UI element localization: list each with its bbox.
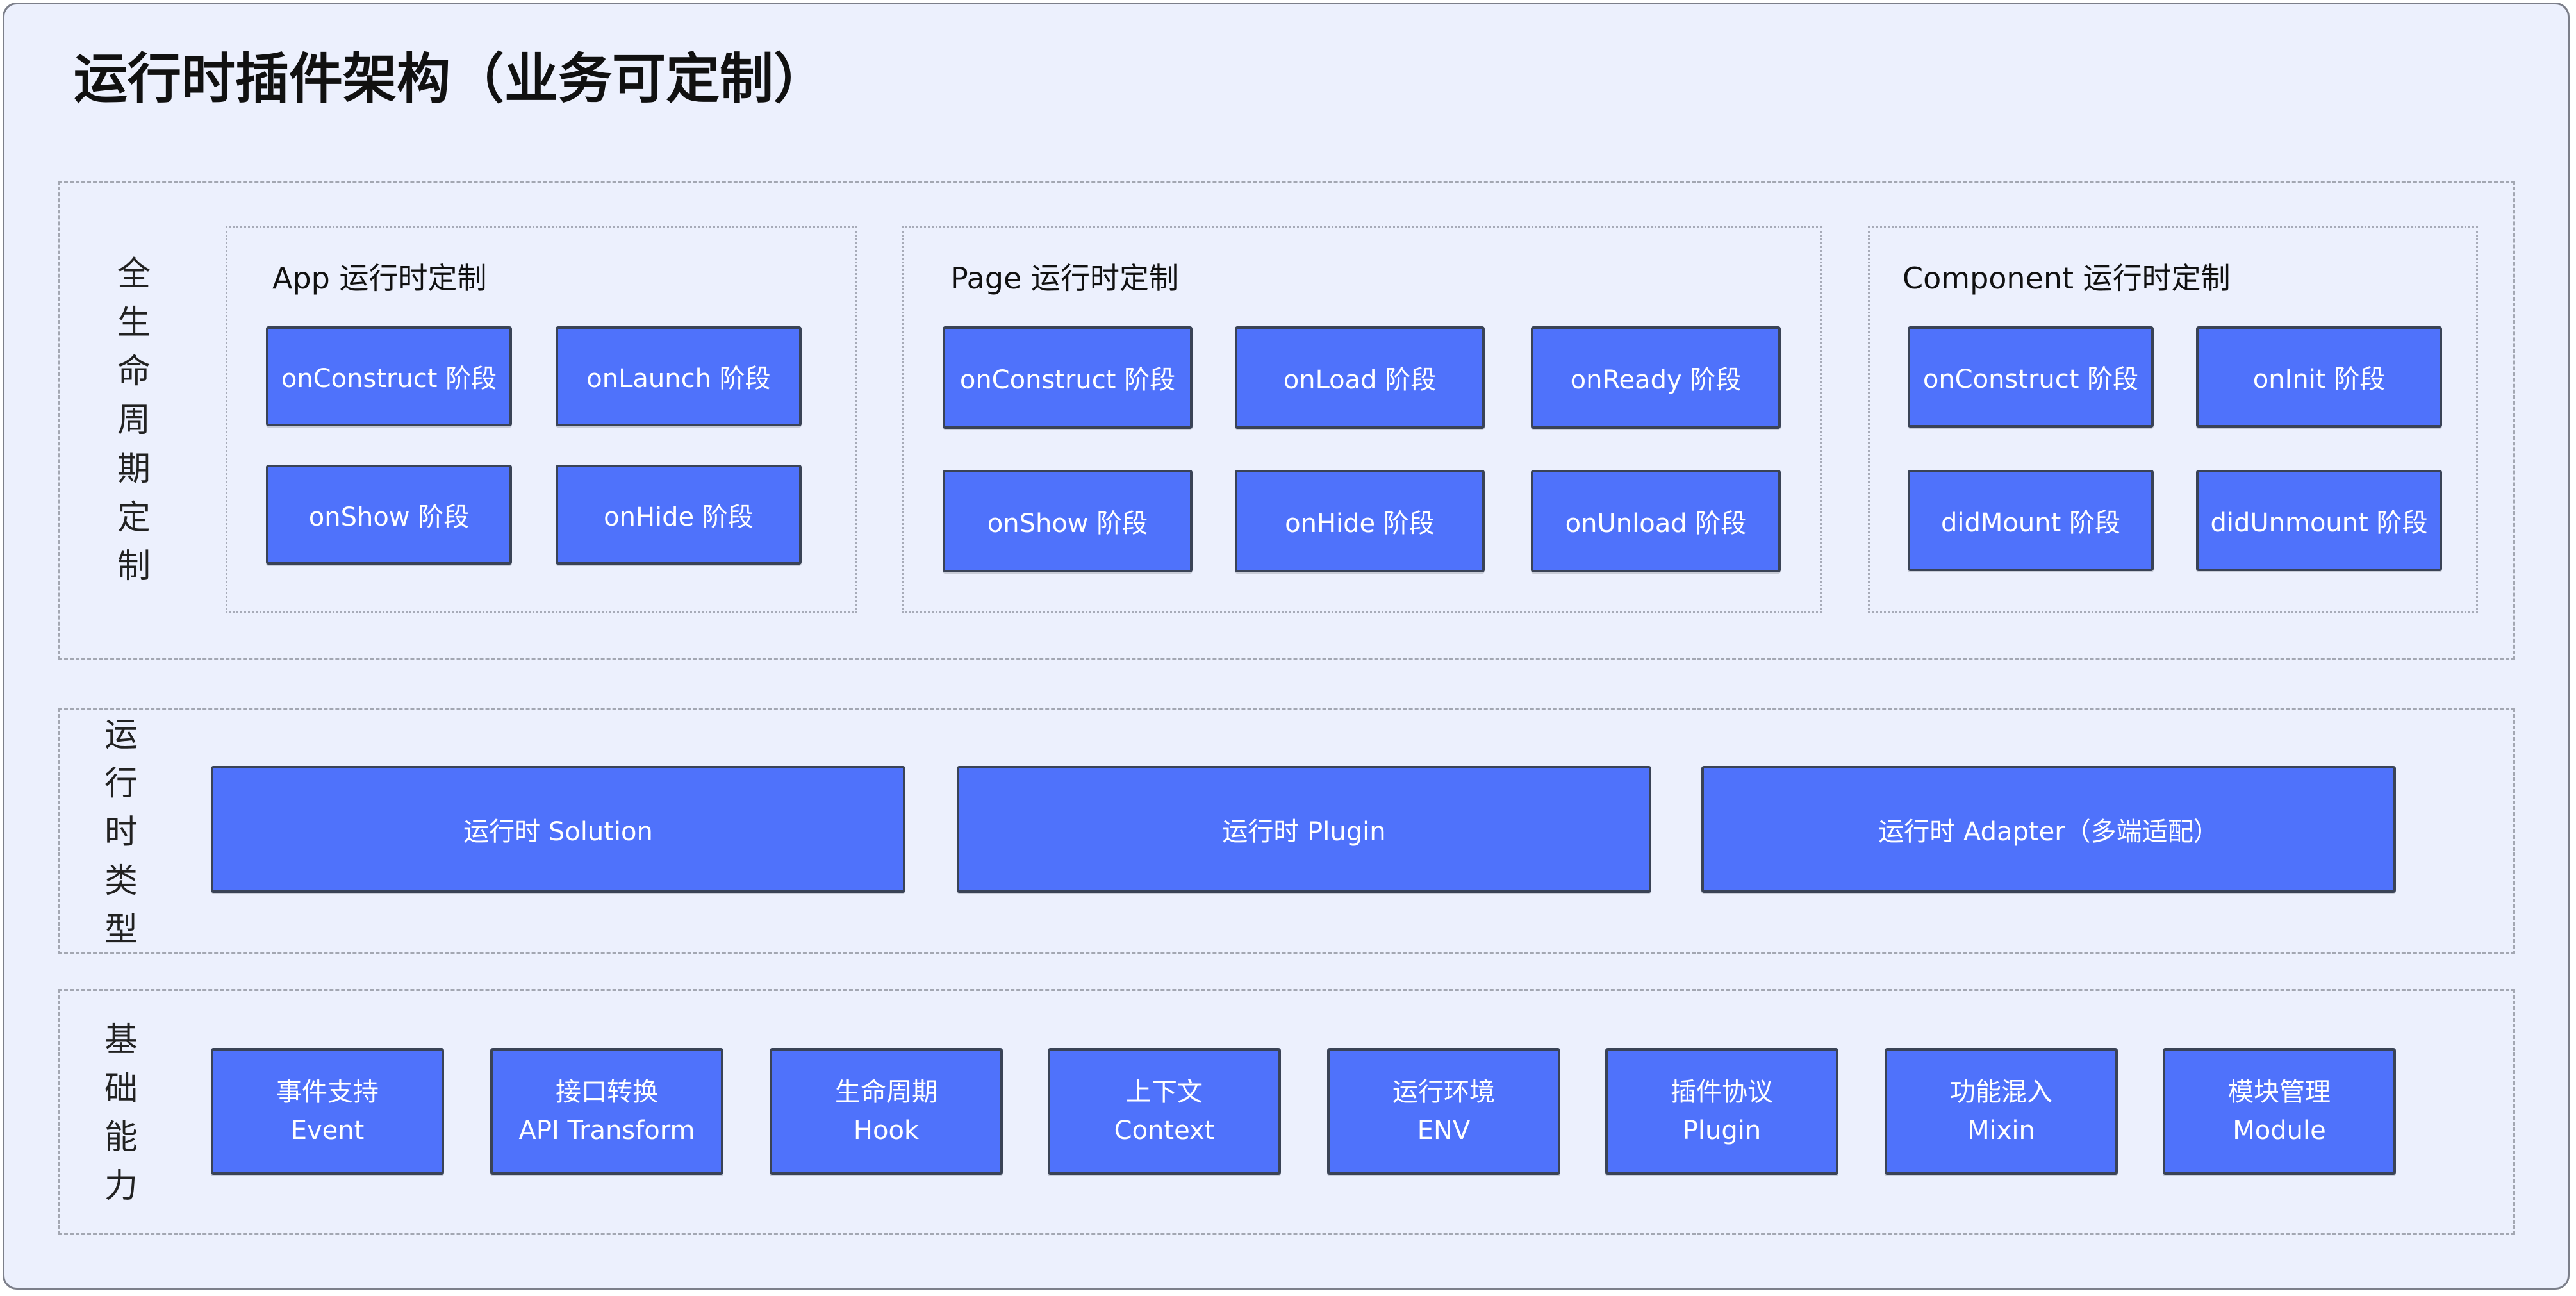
- runtime-types-section: [58, 708, 2515, 954]
- lifecycle-section: [58, 181, 2515, 660]
- base-item-plugin: 插件协议 Plugin: [1605, 1048, 1838, 1175]
- page-stage-onunload: onUnload 阶段: [1531, 470, 1781, 572]
- app-group: [226, 226, 857, 613]
- app-stage-onlaunch: onLaunch 阶段: [556, 326, 802, 426]
- base-item-module-en: Module: [2233, 1116, 2326, 1145]
- page-group: [902, 226, 1822, 613]
- base-item-env-en: ENV: [1417, 1116, 1471, 1145]
- app-group-title: App 运行时定制: [272, 261, 487, 295]
- page-stage-onconstruct: onConstruct 阶段: [943, 326, 1193, 429]
- base-capabilities-section: [58, 989, 2515, 1235]
- base-item-plugin-cn: 插件协议: [1671, 1077, 1773, 1107]
- base-item-env-cn: 运行环境: [1392, 1077, 1495, 1107]
- component-stage-didunmount: didUnmount 阶段: [2196, 470, 2442, 571]
- page-stage-onshow: onShow 阶段: [943, 470, 1193, 572]
- base-item-mixin: 功能混入 Mixin: [1885, 1048, 2118, 1175]
- page-stage-onhide: onHide 阶段: [1235, 470, 1485, 572]
- base-item-hook-en: Hook: [853, 1116, 920, 1145]
- app-stage-onshow: onShow 阶段: [266, 465, 512, 565]
- base-capabilities-section-label: 基础能力: [104, 1021, 138, 1206]
- runtime-plugin-box: 运行时 Plugin: [957, 766, 1651, 893]
- page-stage-onready: onReady 阶段: [1531, 326, 1781, 429]
- base-item-module-cn: 模块管理: [2228, 1077, 2331, 1107]
- component-stage-onconstruct: onConstruct 阶段: [1908, 326, 2154, 428]
- base-item-event-cn: 事件支持: [276, 1077, 379, 1107]
- base-item-event: 事件支持 Event: [211, 1048, 444, 1175]
- lifecycle-section-label: 全生命周期定制: [117, 255, 151, 586]
- base-item-mixin-cn: 功能混入: [1950, 1077, 2052, 1107]
- base-item-hook: 生命周期 Hook: [770, 1048, 1003, 1175]
- diagram-frame: 运行时插件架构（业务可定制） 全生命周期定制 App 运行时定制 onConst…: [3, 3, 2570, 1290]
- base-item-event-en: Event: [290, 1116, 365, 1145]
- diagram-title: 运行时插件架构（业务可定制）: [74, 47, 828, 110]
- component-stage-oninit: onInit 阶段: [2196, 326, 2442, 428]
- base-item-context-cn: 上下文: [1126, 1077, 1203, 1107]
- base-item-plugin-en: Plugin: [1682, 1116, 1762, 1145]
- base-item-mixin-en: Mixin: [1967, 1116, 2035, 1145]
- app-stage-onconstruct: onConstruct 阶段: [266, 326, 512, 426]
- component-group-title: Component 运行时定制: [1903, 261, 2231, 295]
- page-stage-onload: onLoad 阶段: [1235, 326, 1485, 429]
- component-stage-didmount: didMount 阶段: [1908, 470, 2154, 571]
- base-item-api-transform-en: API Transform: [518, 1116, 695, 1145]
- base-item-api-transform: 接口转换 API Transform: [490, 1048, 723, 1175]
- runtime-solution-box: 运行时 Solution: [211, 766, 905, 893]
- base-item-hook-cn: 生命周期: [835, 1077, 937, 1107]
- base-item-api-transform-cn: 接口转换: [556, 1077, 658, 1107]
- runtime-adapter-box: 运行时 Adapter（多端适配）: [1701, 766, 2396, 893]
- base-item-context-en: Context: [1114, 1116, 1215, 1145]
- page-group-title: Page 运行时定制: [950, 261, 1178, 295]
- base-item-context: 上下文 Context: [1048, 1048, 1281, 1175]
- runtime-types-section-label: 运行时类型: [104, 716, 138, 949]
- component-group: [1868, 226, 2478, 613]
- app-stage-onhide: onHide 阶段: [556, 465, 802, 565]
- base-item-module: 模块管理 Module: [2163, 1048, 2396, 1175]
- base-item-env: 运行环境 ENV: [1327, 1048, 1560, 1175]
